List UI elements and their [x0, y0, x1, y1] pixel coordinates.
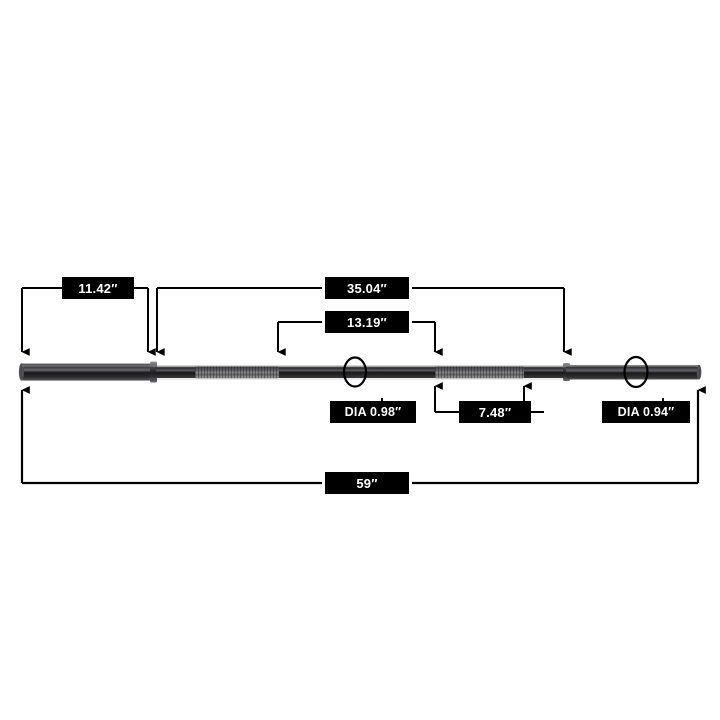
dia-marker-sleeve-circle	[623, 355, 649, 389]
right-end-cap	[696, 364, 702, 380]
leader-overall	[20, 386, 706, 485]
left-end-cap	[18, 363, 25, 381]
dimension-label-shaft: 35.04″	[325, 277, 409, 299]
right-sleeve	[566, 365, 700, 380]
leader-knurl-span	[277, 321, 443, 356]
knurl-band-center	[435, 366, 524, 379]
dimension-label-center-knurl: 7.48″	[459, 401, 531, 423]
dia-marker-shaft-circle	[342, 356, 368, 388]
leader-shaft	[156, 287, 572, 356]
leader-left-sleeve	[21, 287, 156, 356]
dimension-label-dia-shaft: DIA 0.98″	[330, 401, 416, 423]
bar-highlight-lower	[22, 378, 698, 380]
dimension-label-dia-sleeve: DIA 0.94″	[602, 401, 690, 423]
knurl-band-left	[195, 366, 279, 379]
left-sleeve	[20, 363, 154, 381]
dimension-label-overall: 59″	[325, 472, 409, 494]
dimension-label-knurl-span: 13.19″	[325, 311, 409, 333]
bar-highlight-upper	[22, 365, 698, 367]
barbell-graphic	[18, 361, 702, 383]
dimension-label-left-sleeve: 11.42″	[62, 277, 134, 299]
